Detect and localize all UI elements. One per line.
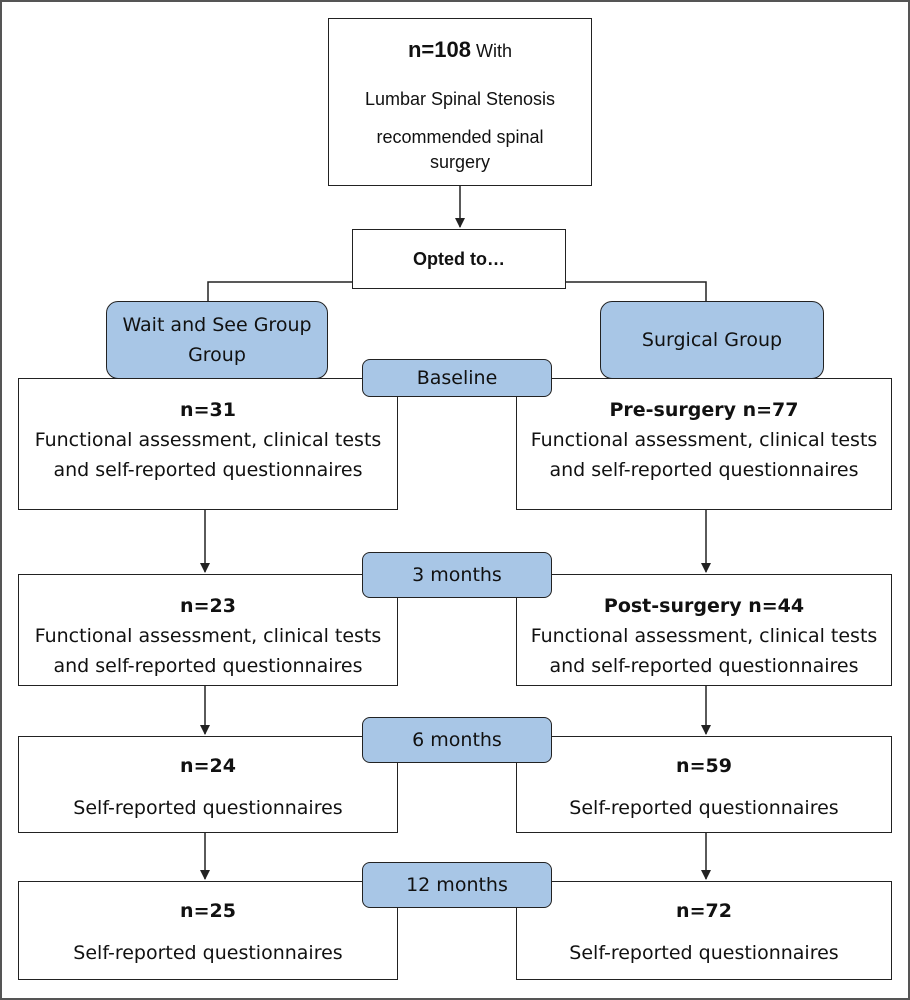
timepoint-3-months: 3 months [362, 552, 552, 598]
surgical-group-label: Surgical Group [600, 301, 824, 379]
wait-and-see-group-line1: Wait and See Group [122, 314, 312, 336]
surgical-baseline-count: Pre-surgery n=77 [609, 399, 799, 421]
surgical-baseline-desc-1: Functional assessment, clinical tests [530, 429, 878, 451]
timepoint-baseline: Baseline [362, 359, 552, 397]
surgical-6m-count: n=59 [676, 755, 732, 777]
population-condition: Lumbar Spinal Stenosis [364, 89, 556, 109]
surgical-3m-count: Post-surgery n=44 [603, 595, 805, 617]
wait-and-see-group-label: Wait and See Group Group [106, 301, 328, 379]
connector-opted-to-wait [207, 281, 352, 302]
wait-12m-box: n=25 Self-reported questionnaires [18, 881, 398, 980]
population-box: n=108 With Lumbar Spinal Stenosis recomm… [328, 18, 592, 186]
surgical-3m-box: Post-surgery n=44 Functional assessment,… [516, 574, 892, 686]
wait-and-see-group-line2: Group [188, 344, 246, 366]
surgical-3m-desc-1: Functional assessment, clinical tests [530, 625, 878, 647]
wait-12m-count: n=25 [180, 900, 236, 922]
surgical-6m-desc: Self-reported questionnaires [569, 797, 839, 819]
population-recommendation-cont: surgery [429, 152, 491, 172]
wait-6m-box: n=24 Self-reported questionnaires [18, 736, 398, 833]
surgical-baseline-desc-2: and self-reported questionnaires [549, 459, 859, 481]
surgical-6m-box: n=59 Self-reported questionnaires [516, 736, 892, 833]
wait-6m-count: n=24 [180, 755, 236, 777]
wait-12m-desc: Self-reported questionnaires [73, 942, 343, 964]
surgical-12m-desc: Self-reported questionnaires [569, 942, 839, 964]
population-title: n=108 With [329, 37, 591, 63]
population-recommendation: recommended spinal [376, 127, 544, 147]
timepoint-6-months: 6 months [362, 717, 552, 763]
wait-baseline-count: n=31 [180, 399, 236, 421]
surgical-3m-desc-2: and self-reported questionnaires [549, 655, 859, 677]
surgical-12m-count: n=72 [676, 900, 732, 922]
wait-3m-desc-2: and self-reported questionnaires [53, 655, 363, 677]
wait-6m-desc: Self-reported questionnaires [73, 797, 343, 819]
surgical-baseline-box: Pre-surgery n=77 Functional assessment, … [516, 378, 892, 510]
wait-baseline-desc-1: Functional assessment, clinical tests [34, 429, 382, 451]
surgical-12m-box: n=72 Self-reported questionnaires [516, 881, 892, 980]
population-count: n=108 [407, 37, 471, 62]
wait-3m-box: n=23 Functional assessment, clinical tes… [18, 574, 398, 686]
wait-baseline-box: n=31 Functional assessment, clinical tes… [18, 378, 398, 510]
wait-baseline-desc-2: and self-reported questionnaires [53, 459, 363, 481]
surgical-group-text: Surgical Group [641, 329, 783, 351]
connector-opted-to-surgical [566, 281, 707, 302]
wait-3m-desc-1: Functional assessment, clinical tests [34, 625, 382, 647]
wait-3m-count: n=23 [180, 595, 236, 617]
population-with-text: With [470, 41, 512, 61]
timepoint-12-months: 12 months [362, 862, 552, 908]
opted-to-box: Opted to… [352, 229, 566, 289]
